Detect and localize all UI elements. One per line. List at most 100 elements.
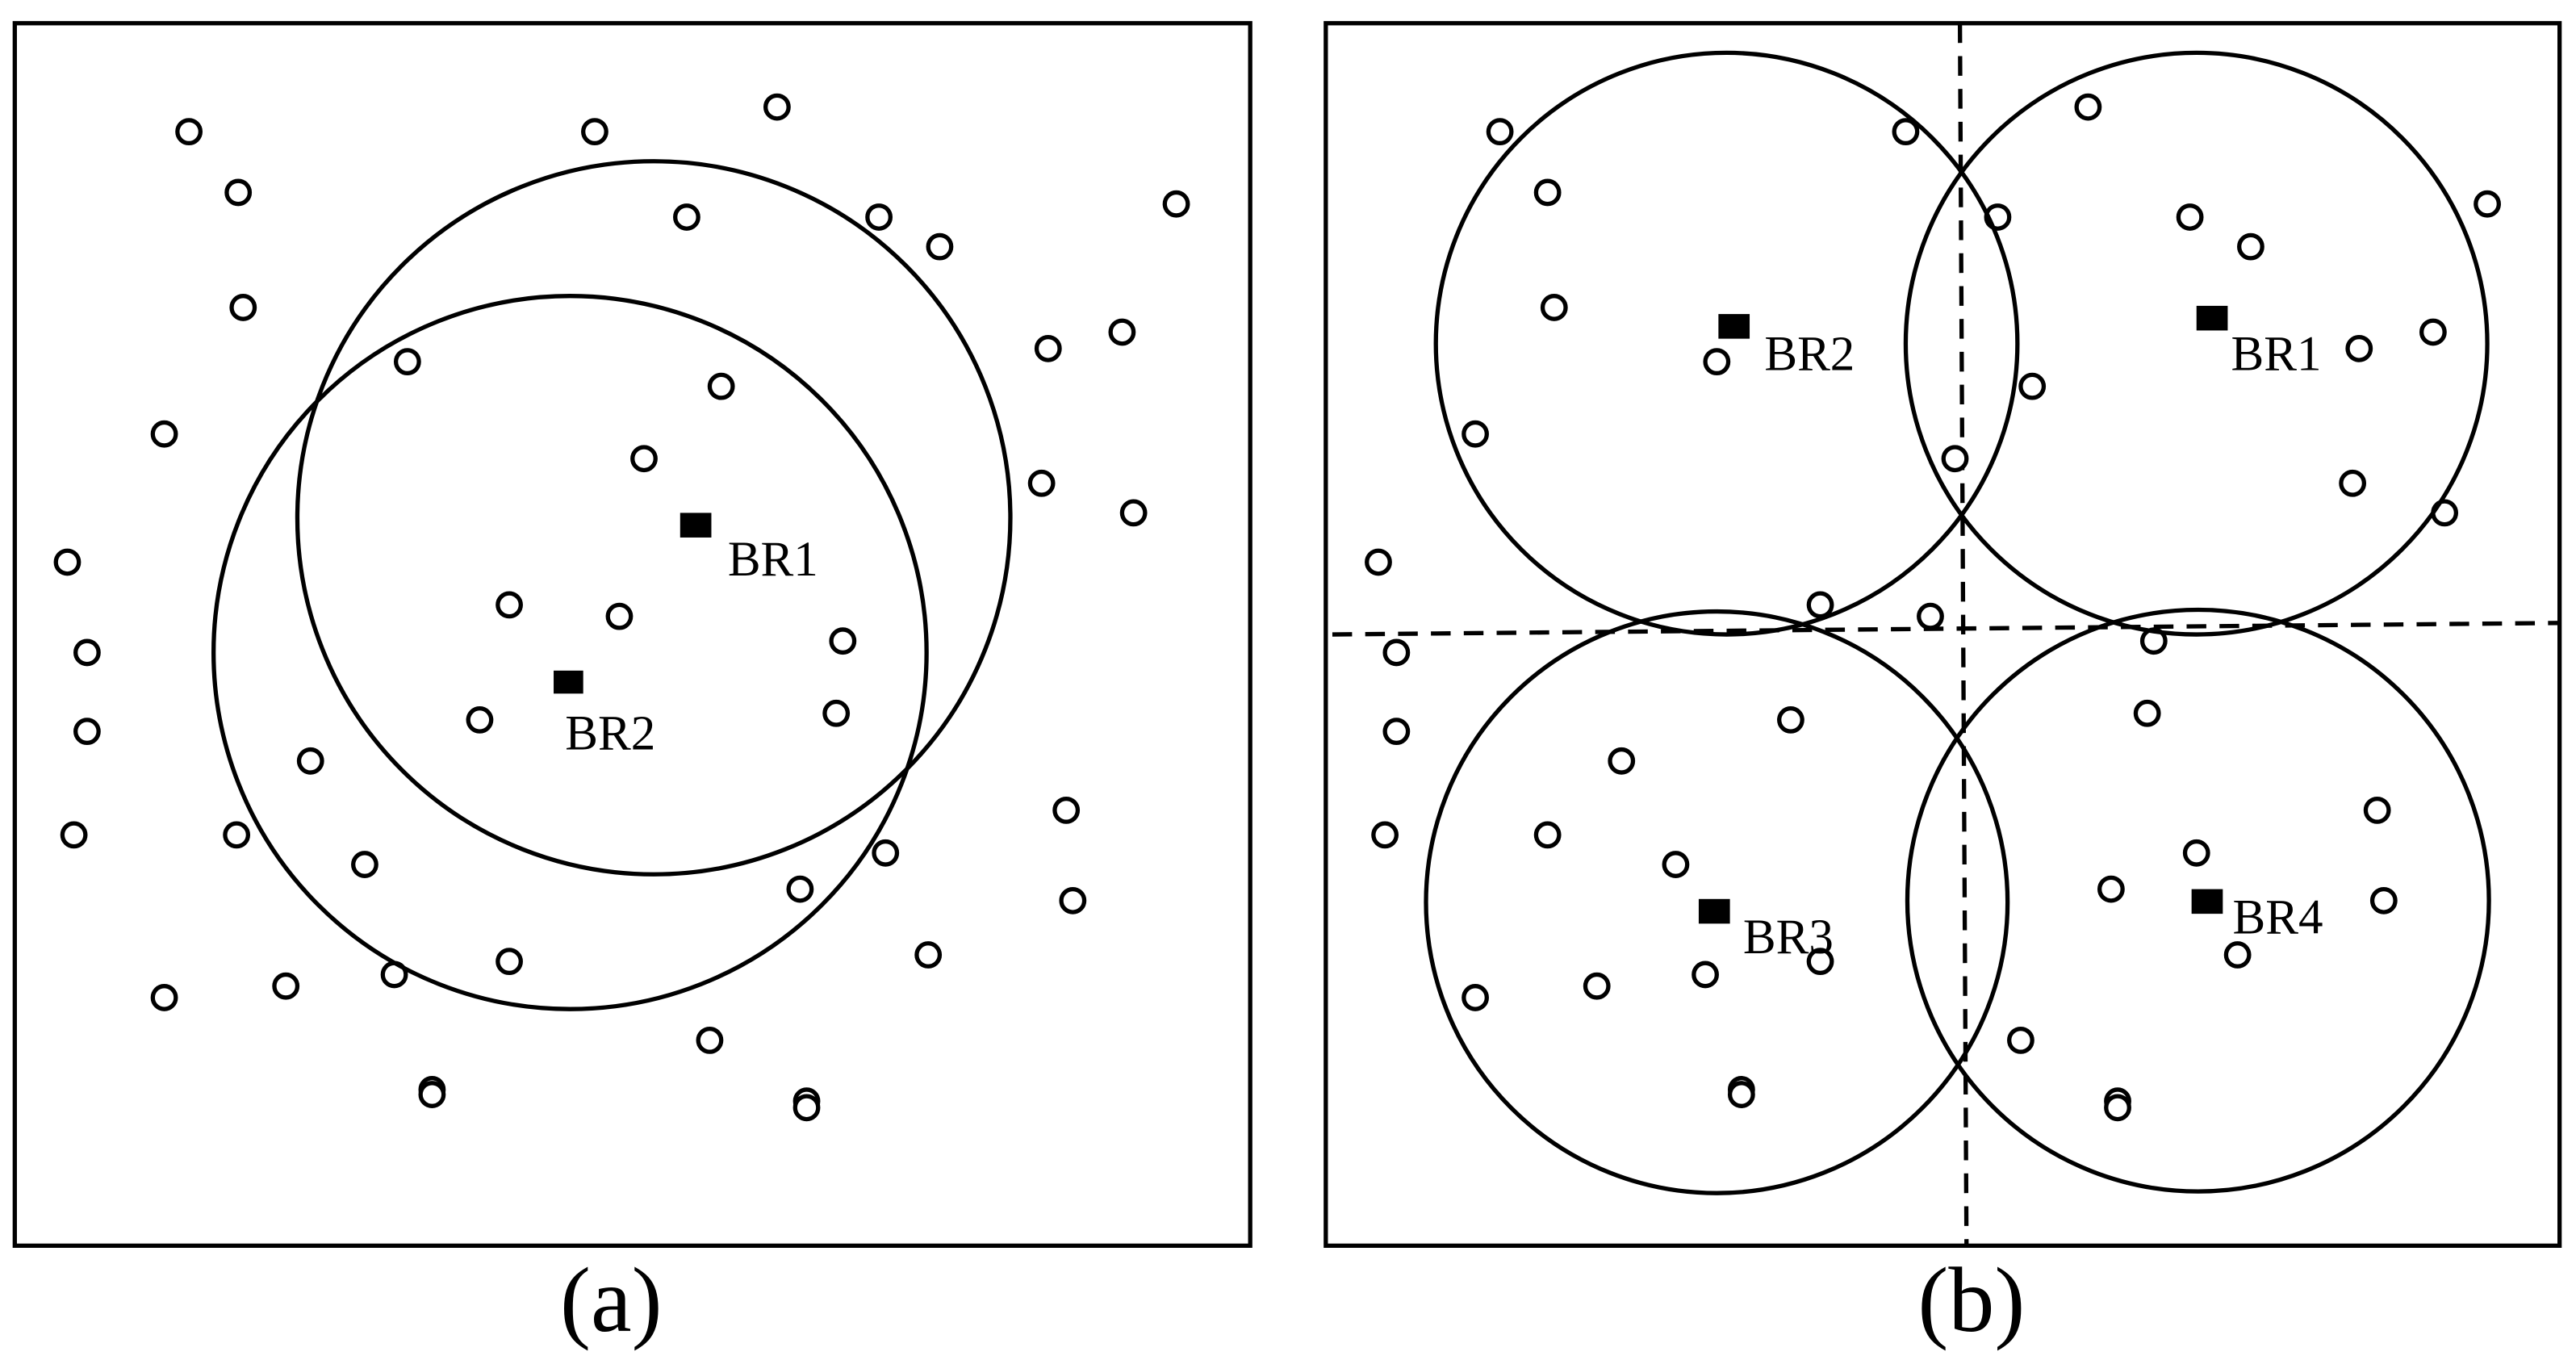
br2-range-circle [211,294,929,1011]
node-circle [73,718,101,746]
node-circle [2237,232,2264,261]
node-circle [393,348,421,376]
node-circle [2339,469,2367,497]
node-circle [2182,839,2210,867]
node-circle [466,706,494,734]
panel-a: BR1 BR2 (a) [12,21,1252,1351]
panel-b-nodes [1365,93,2501,1122]
node-circle [707,372,735,400]
node-circle [1703,348,1731,376]
node-circle [1806,948,1834,976]
node-circle [1462,420,1489,448]
node-circle [865,203,893,231]
node-circle [60,821,88,849]
node-circle [1533,178,1562,207]
node-circle [914,941,943,969]
br3-label-b: BR3 [1743,910,1834,965]
br1-label: BR1 [728,533,818,587]
br3-router-b [1698,898,1730,924]
node-circle [223,821,251,849]
panel-a-frame [12,21,1252,1248]
node-circle [2363,796,2391,824]
node-circle [1034,334,1062,362]
br1-label-b: BR1 [2231,327,2322,381]
node-circle [175,118,203,146]
node-circle [829,627,857,655]
node-circle [229,294,257,321]
node-circle [1583,972,1611,1000]
node-circle [1727,1081,1755,1108]
br2-router [554,670,583,694]
node-circle [351,851,378,878]
node-circle [2104,1094,2131,1122]
horizontal-divider [1332,621,2560,637]
panel-a-caption: (a) [560,1249,663,1351]
node-circle [696,1026,724,1054]
panel-b-caption: (b) [1917,1249,2025,1351]
node-circle [872,839,900,867]
panel-b-frame [1324,21,2562,1248]
node-circle [673,203,700,231]
br1-quadrant-circle [1903,50,2490,637]
br2-label-b: BR2 [1764,327,1855,381]
node-circle [1777,706,1804,734]
node-circle [1608,747,1636,775]
node-circle [1052,796,1081,824]
node-circle [2074,93,2102,121]
node-circle [1027,469,1056,497]
node-circle [1382,638,1411,667]
node-circle [2369,886,2398,914]
node-circle [1917,602,1944,630]
node-circle [2474,190,2501,218]
node-circle [2097,875,2125,903]
br3-quadrant-circle [1424,609,2010,1195]
br1-router-b [2196,305,2228,331]
node-circle [73,638,101,667]
br1-range-circle [295,159,1013,877]
node-circle [1941,445,1969,473]
br4-router-b [2191,889,2223,914]
node-circle [926,232,954,261]
node-circle [272,972,300,1000]
node-circle [53,548,82,576]
node-circle [1462,984,1489,1011]
node-circle [2345,334,2373,362]
node-circle [605,602,634,630]
node-circle [2223,941,2252,969]
panel-a-nodes [53,93,1190,1122]
node-circle [630,445,658,473]
node-circle [418,1081,446,1108]
node-circle [1371,821,1399,849]
node-circle [792,1094,821,1122]
node-circle [1162,190,1190,218]
br4-quadrant-circle [1905,607,2491,1194]
node-circle [150,984,178,1011]
node-circle [224,178,253,207]
node-circle [496,948,523,976]
vertical-divider [1957,23,1969,1246]
node-circle [1892,118,1920,146]
node-circle [581,118,608,146]
node-circle [763,93,791,121]
node-circle [1662,851,1690,878]
node-circle [1486,118,1514,146]
node-circle [1806,591,1834,619]
node-circle [2007,1026,2034,1054]
node-circle [1365,548,1392,576]
node-circle [1533,821,1562,849]
node-circle [1692,960,1719,989]
node-circle [1382,718,1411,746]
node-circle [1059,886,1087,914]
node-circle [1540,294,1568,321]
node-circle [296,747,324,775]
br4-label-b: BR4 [2233,891,2323,945]
br2-router-b [1718,314,1750,339]
br2-label: BR2 [565,707,655,761]
node-circle [2133,699,2161,727]
node-circle [496,591,523,619]
node-circle [1119,499,1148,527]
node-circle [786,875,814,903]
node-circle [2176,203,2204,231]
br2-quadrant-circle [1433,50,2020,637]
node-circle [1108,318,1136,346]
